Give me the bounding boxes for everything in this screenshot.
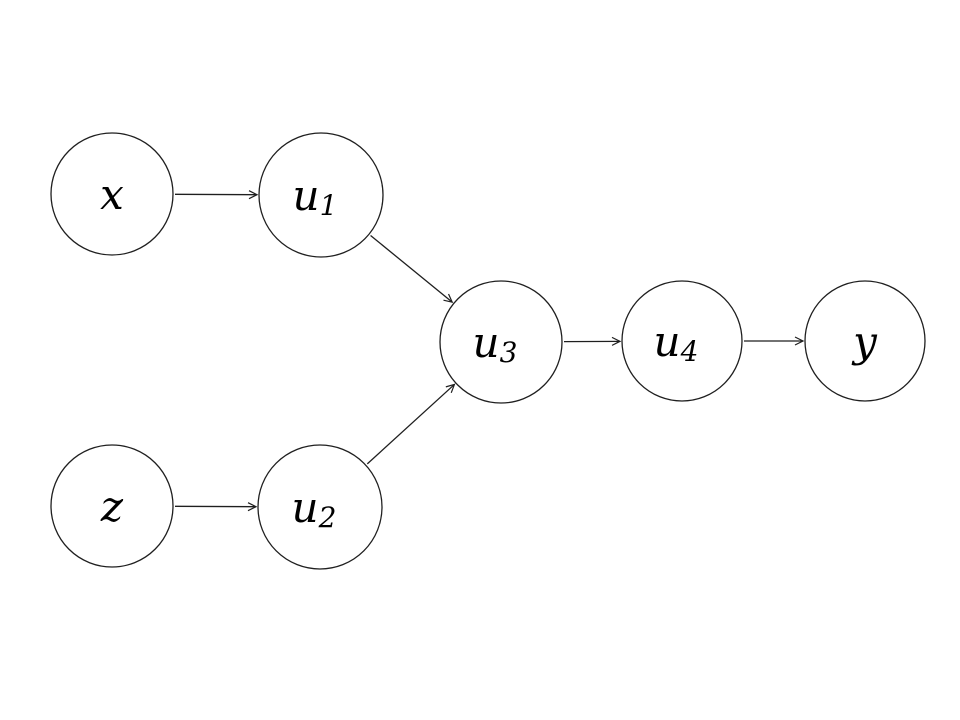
node-u2: u2 — [257, 444, 383, 570]
node-label-u1: u1 — [293, 171, 338, 222]
edge-u1-to-u3 — [370, 234, 454, 303]
node-y: y — [804, 280, 926, 402]
node-label-u3: u3 — [473, 318, 518, 369]
node-label-z: z — [100, 482, 124, 531]
node-label-y: y — [851, 317, 878, 366]
node-x: x — [50, 132, 174, 256]
node-circle-u3 — [439, 280, 563, 404]
node-circle-y — [804, 280, 926, 402]
node-circle-u1 — [258, 132, 384, 258]
node-circle-z — [50, 444, 174, 568]
node-u1: u1 — [258, 132, 384, 258]
node-label-u4: u4 — [654, 317, 699, 368]
node-z: z — [50, 444, 174, 568]
node-circle-u2 — [257, 444, 383, 570]
node-label-x: x — [100, 170, 124, 219]
node-circle-x — [50, 132, 174, 256]
node-circle-u4 — [621, 280, 743, 402]
node-u3: u3 — [439, 280, 563, 404]
node-label-u2: u2 — [292, 483, 337, 534]
edge-u2-to-u3 — [366, 383, 456, 465]
node-u4: u4 — [621, 280, 743, 402]
